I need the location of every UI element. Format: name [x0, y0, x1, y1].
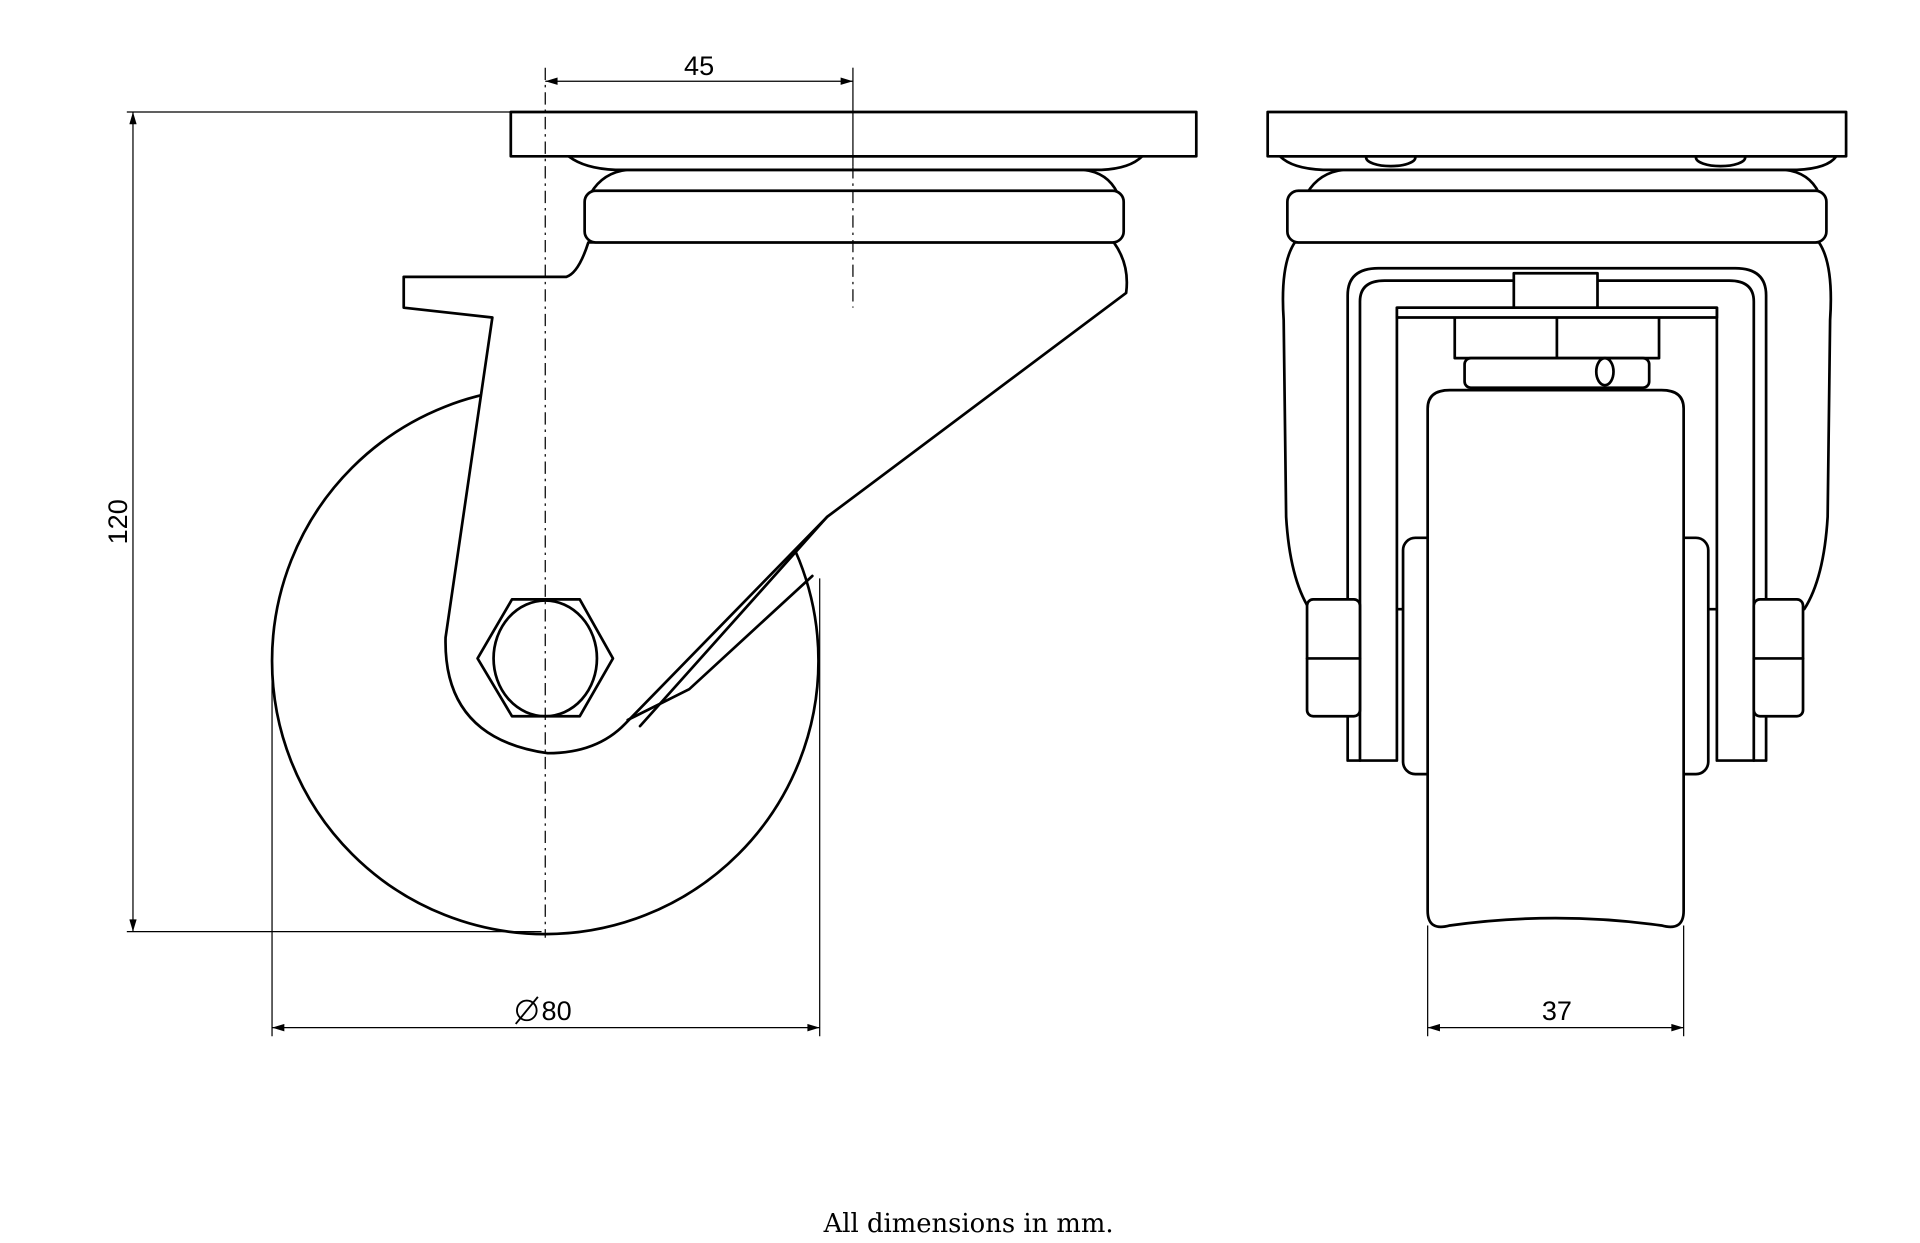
plate-cup: [567, 154, 1144, 172]
side-view: 45 120 80: [102, 50, 1198, 1037]
dimension-diameter-label: 80: [542, 995, 572, 1026]
dimension-offset-label: 45: [684, 50, 714, 81]
kingpin-washer: [1463, 356, 1651, 390]
units-caption: All dimensions in mm.: [823, 1209, 1114, 1239]
fork-edge: [638, 515, 829, 728]
plate-cup: [1278, 154, 1838, 172]
top-plate: [1266, 110, 1848, 158]
axle-nut-left: [1305, 597, 1362, 718]
kingpin: [1512, 271, 1599, 310]
split-pin: [1594, 356, 1615, 387]
fork-inner-edge: [626, 574, 814, 722]
dimension-width-label: 37: [1542, 995, 1572, 1026]
wheel-front: [1426, 388, 1686, 929]
dimension-height-label: 120: [102, 499, 133, 544]
bearing-ring: [1286, 189, 1828, 244]
diameter-symbol-icon: [515, 996, 539, 1025]
fork-outer: [1346, 266, 1768, 762]
bearing-ring: [583, 189, 1126, 244]
fork-top-plate: [1395, 306, 1719, 319]
axle-nut-hex: [476, 597, 615, 718]
front-view: 37: [1266, 110, 1848, 1037]
axle-nut-right: [1752, 597, 1805, 718]
